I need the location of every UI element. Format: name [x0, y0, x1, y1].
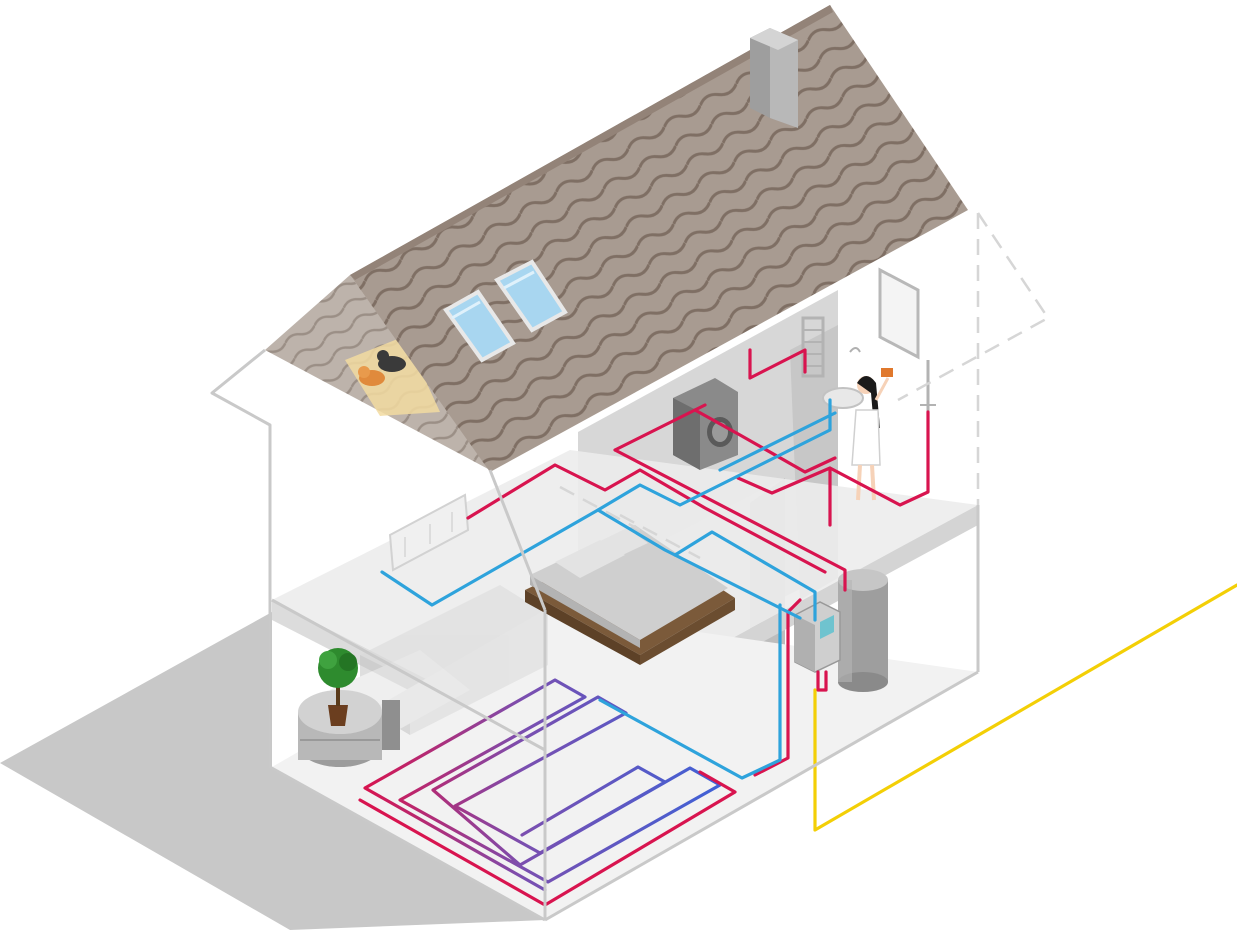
roof [350, 5, 968, 472]
plant-icon [318, 648, 358, 726]
bed-icon [525, 525, 735, 665]
electric-line [813, 583, 1237, 832]
house-outline [210, 212, 1050, 922]
cold-pipes [380, 398, 837, 780]
shower-icon [920, 360, 936, 412]
control-unit-icon [794, 601, 841, 673]
radiator-icon [388, 493, 470, 572]
underfloor-heating-icon [358, 678, 737, 907]
chimney-icon [750, 28, 798, 128]
skylight-icon [443, 259, 568, 363]
hot-water-tank-icon [838, 569, 888, 692]
sink-icon [822, 347, 864, 409]
cat-icon [358, 350, 406, 386]
ground-shadow [0, 612, 545, 930]
mirror-icon [878, 267, 920, 360]
hot-pipes [466, 348, 930, 777]
